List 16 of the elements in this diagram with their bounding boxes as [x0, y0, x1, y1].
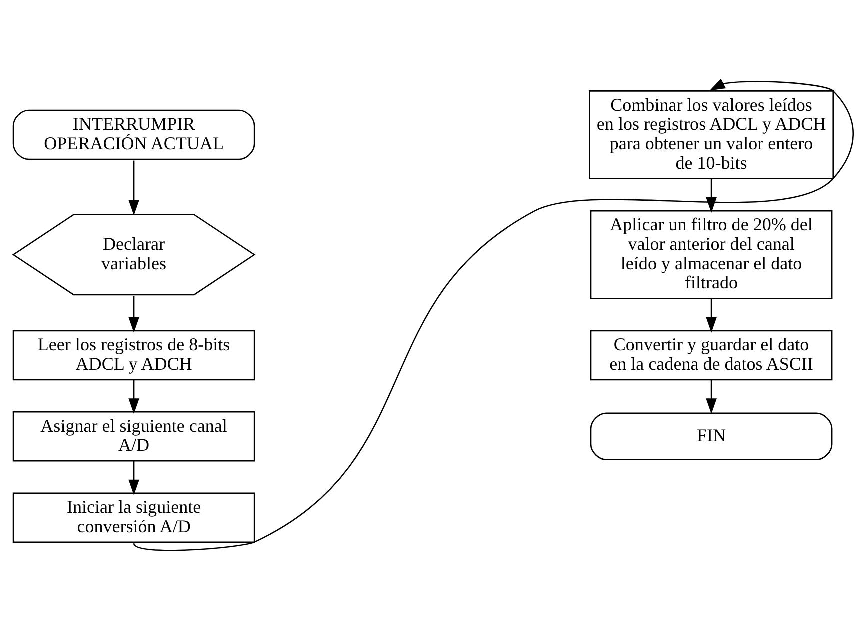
arrow [134, 78, 854, 552]
node-box: Iniciar la siguiente conversión A/D [12, 492, 256, 543]
node-box: Aplicar un filtro de 20% del valor anterior del canal leído y almacenar el dato filtrado [590, 210, 833, 300]
arrow [706, 380, 717, 414]
arrow [128, 380, 140, 414]
arrow [128, 160, 140, 216]
node-box: Leer los registros de 8-bits ADCL y ADCH [12, 330, 256, 381]
arrow [128, 296, 140, 333]
node-box: FIN [590, 412, 833, 460]
arrow [706, 178, 717, 214]
node-box: Convertir y guardar el dato en la cadena de datos ASCII [590, 330, 833, 381]
node-box: Combinar los valores leídos en los registros ADCL y ADCH para obtener un valor entero de 10-bits [589, 90, 834, 180]
node-box: INTERRUMPIR OPERACIÓN ACTUAL [12, 110, 256, 160]
arrow [706, 298, 717, 333]
node-box: Asignar el siguiente canal A/D [12, 412, 256, 462]
arrow [128, 461, 140, 496]
